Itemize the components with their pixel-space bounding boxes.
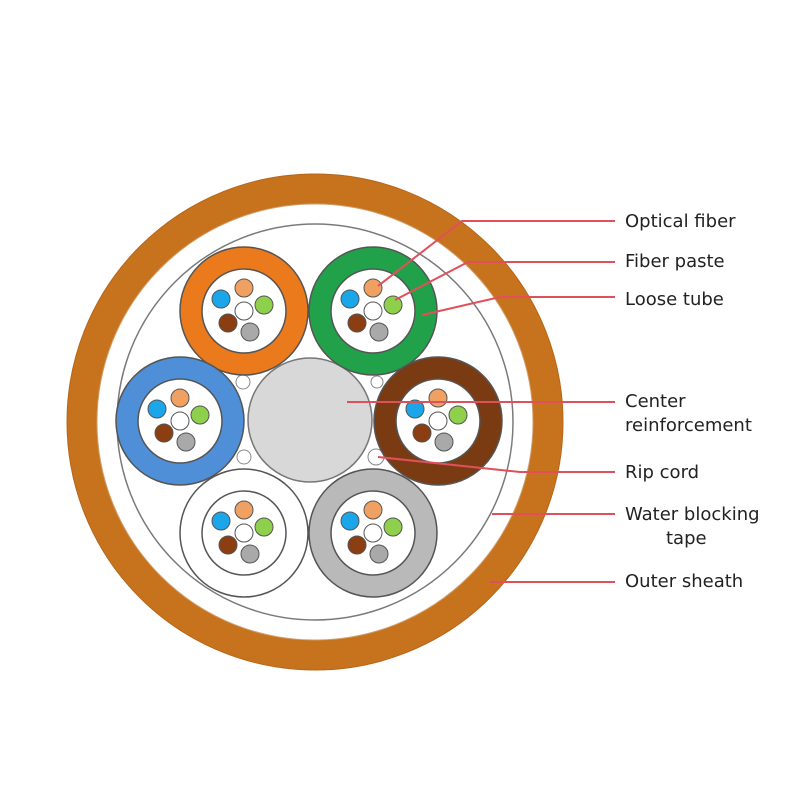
optical-fiber-white xyxy=(170,411,190,431)
rip-cord xyxy=(236,449,252,465)
optical-fiber-brown xyxy=(218,535,238,555)
optical-fiber-gray xyxy=(369,544,389,564)
label-fiber-paste: Fiber paste xyxy=(625,251,725,272)
loose-tube-orange xyxy=(179,246,309,376)
loose-tube-gray xyxy=(308,468,438,598)
optical-fiber-brown xyxy=(412,423,432,443)
optical-fiber-green xyxy=(383,295,403,315)
loose-tubes xyxy=(115,246,503,598)
optical-fiber-green xyxy=(254,295,274,315)
leader-rip-cord xyxy=(377,456,615,473)
optical-fiber-white xyxy=(234,301,254,321)
optical-fiber-green xyxy=(448,405,468,425)
center-reinforcement xyxy=(247,357,373,483)
optical-fiber-orange xyxy=(170,388,190,408)
optical-fiber-white xyxy=(363,301,383,321)
loose-tube-blue xyxy=(115,356,245,486)
optical-fiber-gray xyxy=(240,544,260,564)
leader-lines xyxy=(347,220,615,583)
label-water-blocking-line2: tape xyxy=(666,528,707,549)
loose-tube-green xyxy=(308,246,438,376)
optical-fiber-blue xyxy=(211,289,231,309)
optical-fiber-blue xyxy=(147,399,167,419)
optical-fiber-orange xyxy=(234,500,254,520)
leader-fiber-paste xyxy=(394,261,615,301)
leader-loose-tube xyxy=(421,296,615,316)
optical-fiber-orange xyxy=(234,278,254,298)
optical-fiber-brown xyxy=(154,423,174,443)
optical-fiber-brown xyxy=(347,535,367,555)
optical-fiber-orange xyxy=(363,278,383,298)
optical-fiber-green xyxy=(190,405,210,425)
optical-fiber-blue xyxy=(211,511,231,531)
optical-fiber-gray xyxy=(369,322,389,342)
optical-fiber-white xyxy=(234,523,254,543)
optical-fiber-orange xyxy=(363,500,383,520)
optical-fiber-blue xyxy=(340,511,360,531)
loose-tube-brown xyxy=(373,356,503,486)
label-center-reinforcement-line2: reinforcement xyxy=(625,415,752,436)
optical-fiber-white xyxy=(428,411,448,431)
optical-fiber-orange xyxy=(428,388,448,408)
rip-cord xyxy=(370,375,384,389)
label-loose-tube: Loose tube xyxy=(625,289,724,310)
label-water-blocking-line1: Water blocking xyxy=(625,504,760,525)
leader-optical-fiber xyxy=(377,220,615,287)
optical-fiber-gray xyxy=(240,322,260,342)
optical-fiber-green xyxy=(383,517,403,537)
rip-cord xyxy=(235,374,251,390)
optical-fiber-gray xyxy=(176,432,196,452)
label-center-reinforcement-line1: Center xyxy=(625,391,686,412)
optical-fiber-green xyxy=(254,517,274,537)
label-rip-cord: Rip cord xyxy=(625,462,699,483)
optical-fiber-brown xyxy=(218,313,238,333)
label-optical-fiber: Optical fiber xyxy=(625,211,736,232)
loose-tube-white xyxy=(179,468,309,598)
optical-fiber-blue xyxy=(340,289,360,309)
optical-fiber-white xyxy=(363,523,383,543)
optical-fiber-blue xyxy=(405,399,425,419)
optical-fiber-gray xyxy=(434,432,454,452)
label-outer-sheath: Outer sheath xyxy=(625,571,743,592)
optical-fiber-brown xyxy=(347,313,367,333)
